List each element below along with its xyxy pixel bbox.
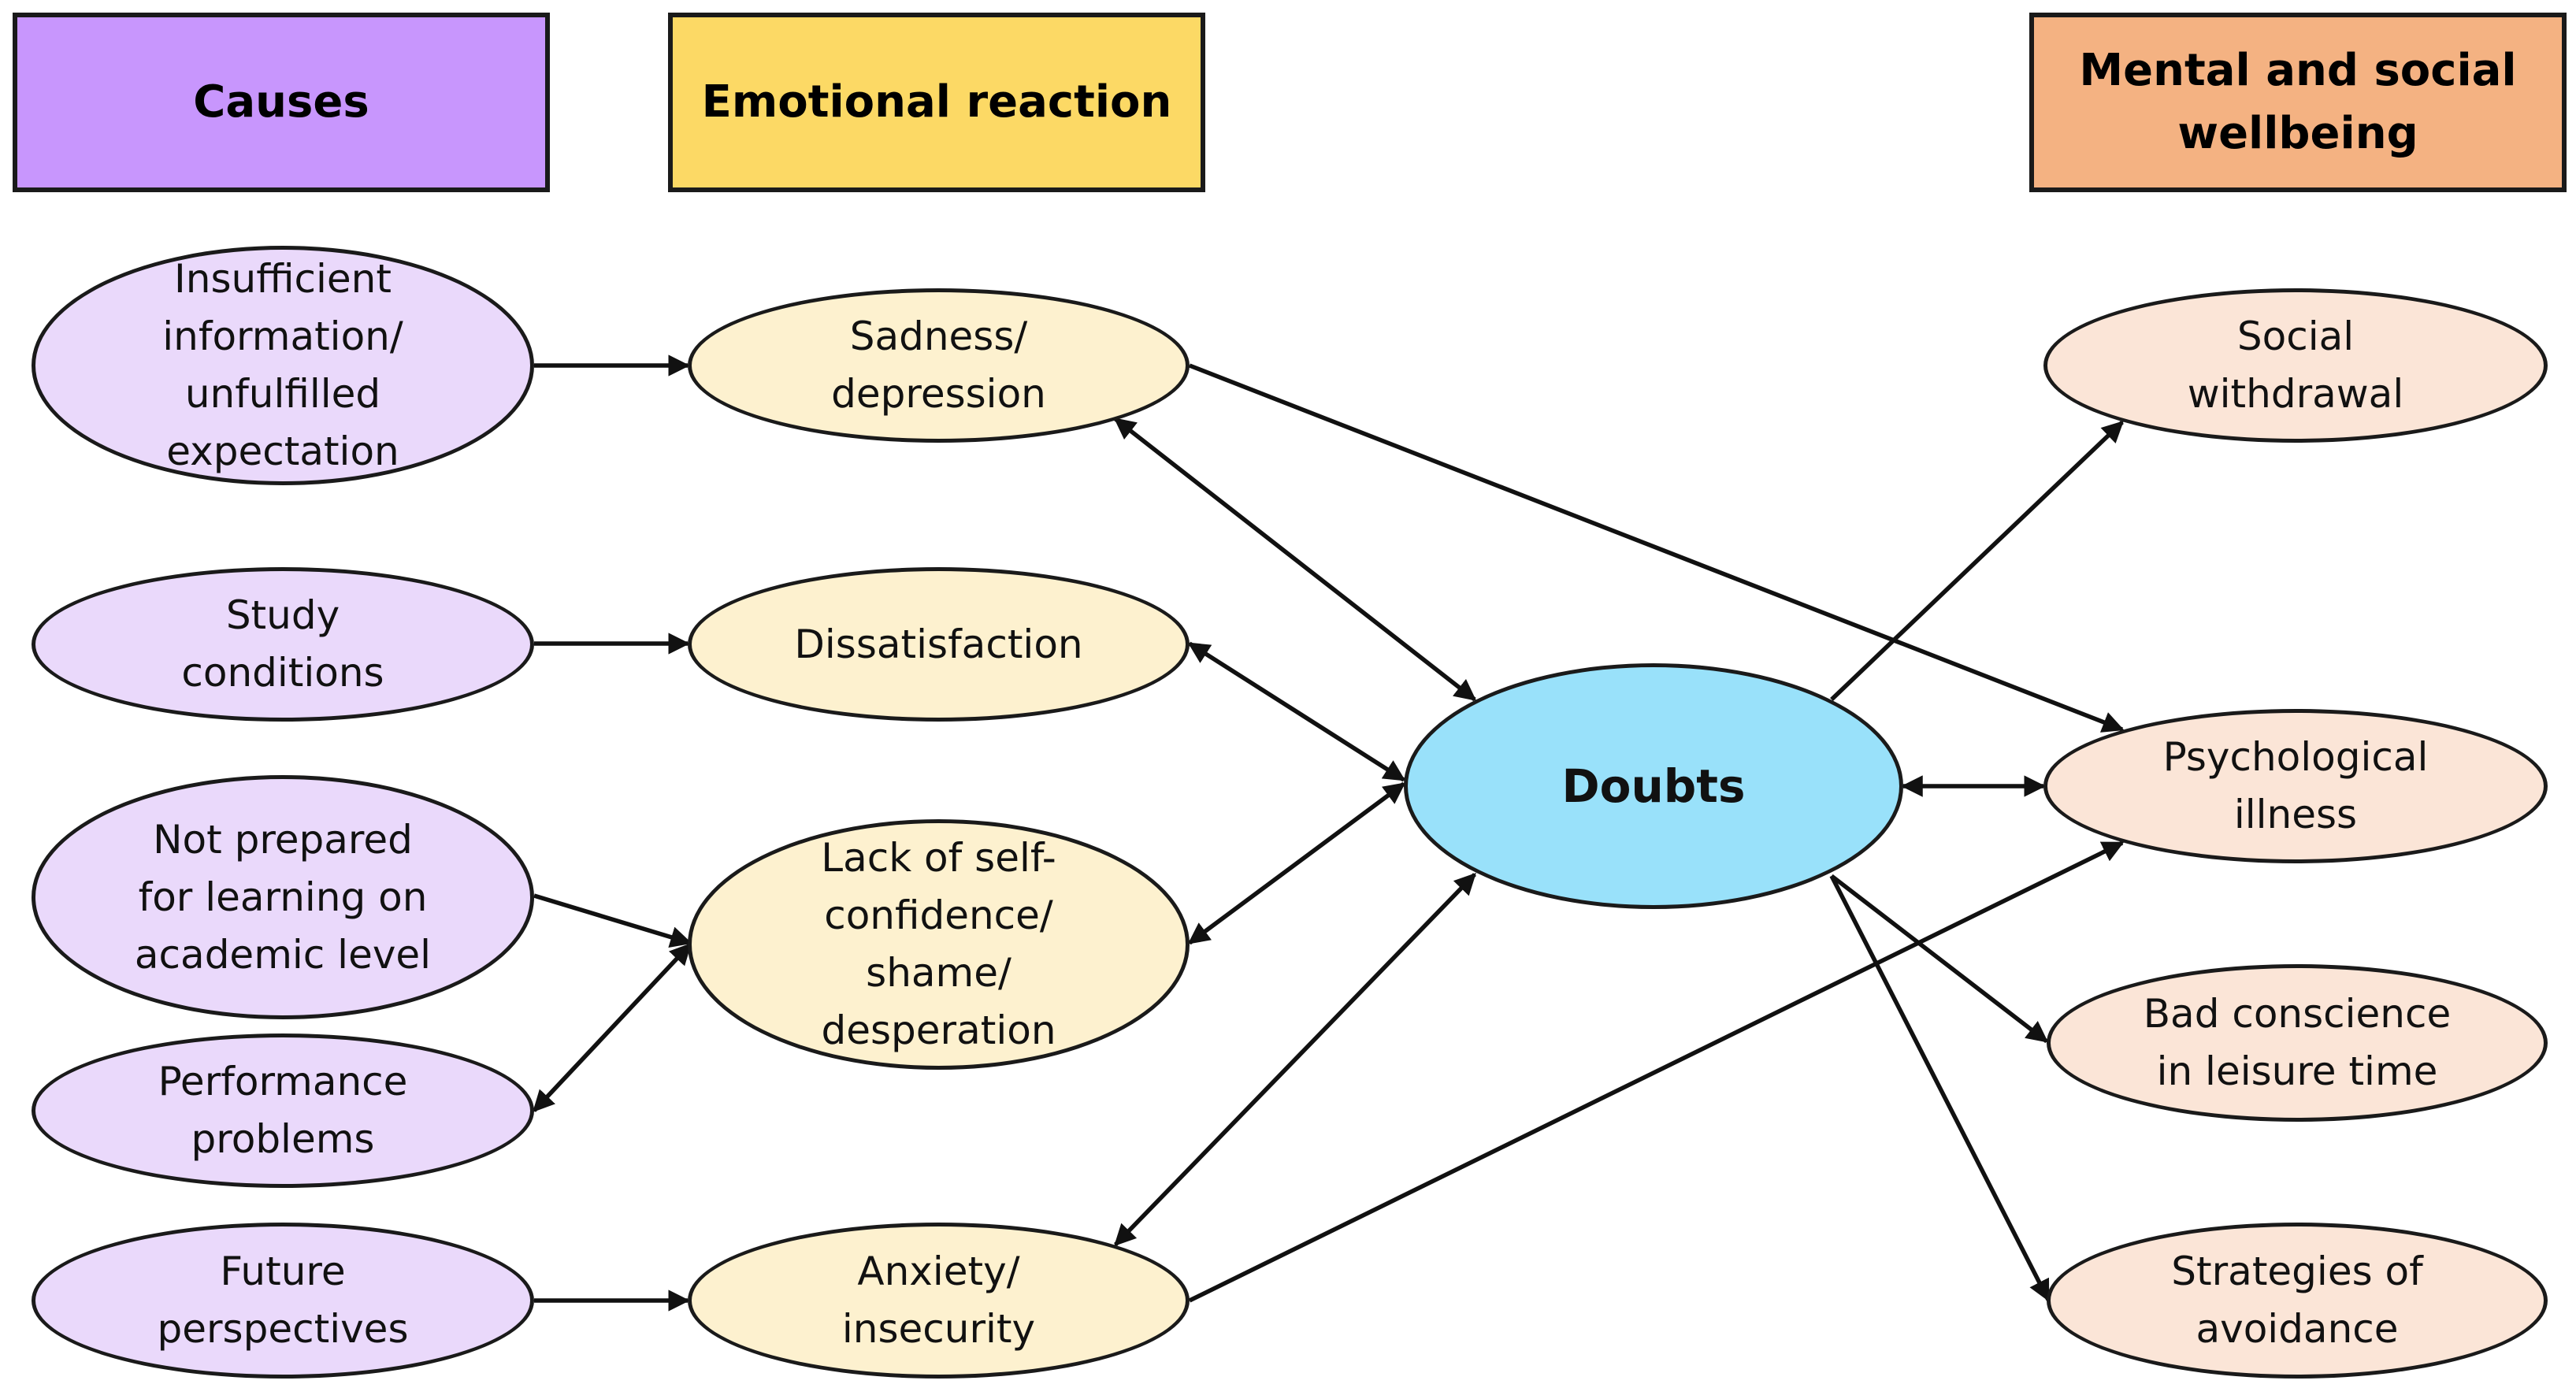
node-text-line: problems [191, 1116, 375, 1162]
wellbeing-header-line1: Mental and social [2079, 45, 2517, 96]
node-text-line: depression [831, 371, 1046, 417]
cause-performance-problems: Performance problems [32, 1033, 534, 1188]
doubts-label: Doubts [1561, 759, 1746, 813]
doubts-node: Doubts [1404, 663, 1903, 909]
arrow-anxiety-to-psych [1188, 841, 2125, 1303]
node-text-line: information/ [162, 314, 403, 359]
arrow-sadness-doubts [1113, 417, 1477, 702]
cause-study-conditions: Study conditions [32, 567, 534, 722]
emotion-sadness-depression: Sadness/ depression [688, 288, 1190, 443]
arrow-lack-doubts [1187, 781, 1406, 945]
causes-header: Causes [13, 13, 550, 192]
emotional-reaction-header-label: Emotional reaction [701, 76, 1172, 128]
wellbeing-strategies-of-avoidance: Strategies of avoidance [2047, 1223, 2548, 1379]
arrow-sadness-to-psych [1189, 363, 2125, 733]
node-text-line: Not prepared [153, 816, 413, 863]
node-text-line: in leisure time [2156, 1048, 2438, 1094]
emotional-reaction-header: Emotional reaction [668, 13, 1205, 192]
wellbeing-social-withdrawal: Social withdrawal [2043, 288, 2548, 443]
node-text-line: for learning on [138, 874, 428, 920]
node-text-line: Performance [158, 1059, 408, 1104]
node-text-line: Insufficient [174, 256, 392, 302]
node-text-line: Bad conscience [2143, 991, 2452, 1037]
node-text-line: unfulfilled [184, 371, 381, 417]
node-text-line: withdrawal [2187, 371, 2404, 417]
wellbeing-bad-conscience: Bad conscience in leisure time [2047, 964, 2548, 1122]
node-text-line: Strategies of [2171, 1249, 2423, 1294]
node-text-line: Future [220, 1249, 346, 1294]
node-text-line: Psychological [2162, 734, 2429, 780]
arrow-doubts-to-social [1830, 421, 2124, 701]
node-text-line: insecurity [841, 1306, 1036, 1352]
node-text-line: Study [225, 592, 340, 638]
wellbeing-header-line2: wellbeing [2177, 108, 2418, 159]
node-text-line: shame/ [866, 950, 1011, 996]
cause-insufficient-information: Insufficient information/ unfulfilled ex… [32, 246, 534, 485]
arrow-anxiety-doubts [1114, 873, 1476, 1246]
node-text-line: desperation [821, 1008, 1056, 1053]
node-text-line: avoidance [2196, 1306, 2399, 1352]
node-text-line: confidence/ [824, 892, 1053, 938]
node-text-line: conditions [181, 650, 384, 696]
arrow-doubts-to-bad [1830, 874, 2049, 1044]
emotion-dissatisfaction: Dissatisfaction [688, 567, 1190, 722]
node-text-line: Dissatisfaction [794, 621, 1083, 667]
emotion-anxiety-insecurity: Anxiety/ insecurity [688, 1223, 1190, 1379]
node-text-line: Anxiety/ [857, 1249, 1020, 1294]
node-text-line: perspectives [157, 1306, 409, 1352]
arrow-doubts-to-strategies [1829, 874, 2051, 1302]
node-text-line: illness [2233, 792, 2358, 837]
arrow-notprepared-to-lack [533, 893, 692, 948]
causes-header-label: Causes [193, 76, 369, 128]
node-text-line: academic level [134, 931, 432, 978]
emotion-lack-of-self-confidence: Lack of self- confidence/ shame/ despera… [688, 819, 1190, 1070]
wellbeing-header: Mental and social wellbeing [2029, 13, 2567, 192]
node-text-line: expectation [166, 429, 399, 474]
wellbeing-psychological-illness: Psychological illness [2043, 709, 2548, 863]
cause-future-perspectives: Future perspectives [32, 1223, 534, 1379]
node-text-line: Sadness/ [849, 314, 1028, 359]
arrow-lack-performance [532, 942, 692, 1113]
arrow-dissatisfaction-doubts [1187, 641, 1406, 782]
node-text-line: Lack of self- [821, 835, 1056, 881]
cause-not-prepared: Not prepared for learning on academic le… [32, 775, 534, 1019]
node-text-line: Social [2236, 314, 2355, 359]
